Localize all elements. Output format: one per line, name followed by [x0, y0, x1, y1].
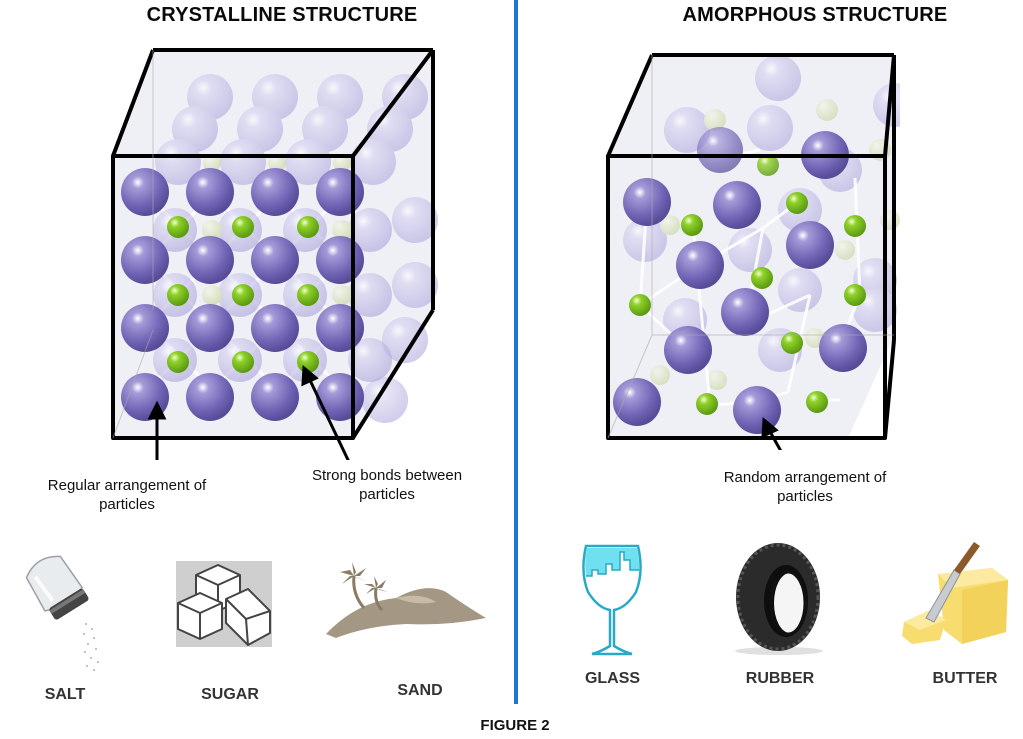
butter-icon	[902, 542, 1008, 644]
front-particles	[121, 154, 392, 421]
annotation-line: Strong bonds between	[311, 467, 463, 484]
annotation-line: Random arrangement of	[723, 469, 887, 486]
example-label-glass: GLASS	[584, 670, 641, 687]
annotation-line: particles	[359, 486, 415, 503]
wine-glass-icon	[582, 544, 642, 656]
example-label-sand: SAND	[397, 682, 443, 699]
annotation-strong-bonds: Strong bonds between particles	[282, 466, 492, 504]
example-label-butter: BUTTER	[932, 670, 998, 687]
amorphous-title: AMORPHOUS STRUCTURE	[682, 4, 948, 26]
annotation-line: particles	[777, 488, 833, 505]
tire-icon	[735, 543, 823, 655]
example-label-rubber: RUBBER	[745, 670, 815, 687]
sugar-cubes-icon	[176, 561, 272, 647]
crystalline-title: CRYSTALLINE STRUCTURE	[146, 4, 418, 26]
annotation-line: particles	[99, 496, 155, 513]
example-label-sugar: SUGAR	[201, 686, 259, 703]
annotation-line: Regular arrangement of	[47, 477, 207, 494]
annotation-arrows	[147, 364, 350, 460]
amorphous-cube-diagram	[606, 53, 900, 450]
cube-edges	[111, 48, 435, 440]
annotation-regular-arrangement: Regular arrangement of particles	[22, 476, 232, 514]
example-label-salt: SALT	[44, 686, 86, 703]
back-particles	[155, 74, 438, 423]
crystalline-cube-diagram	[111, 48, 438, 460]
annotation-random-arrangement: Random arrangement of particles	[700, 468, 910, 506]
salt-shaker-icon	[25, 555, 99, 671]
figure-caption: FIGURE 2	[480, 717, 550, 734]
sand-dune-icon	[326, 562, 486, 638]
section-divider	[514, 0, 518, 704]
